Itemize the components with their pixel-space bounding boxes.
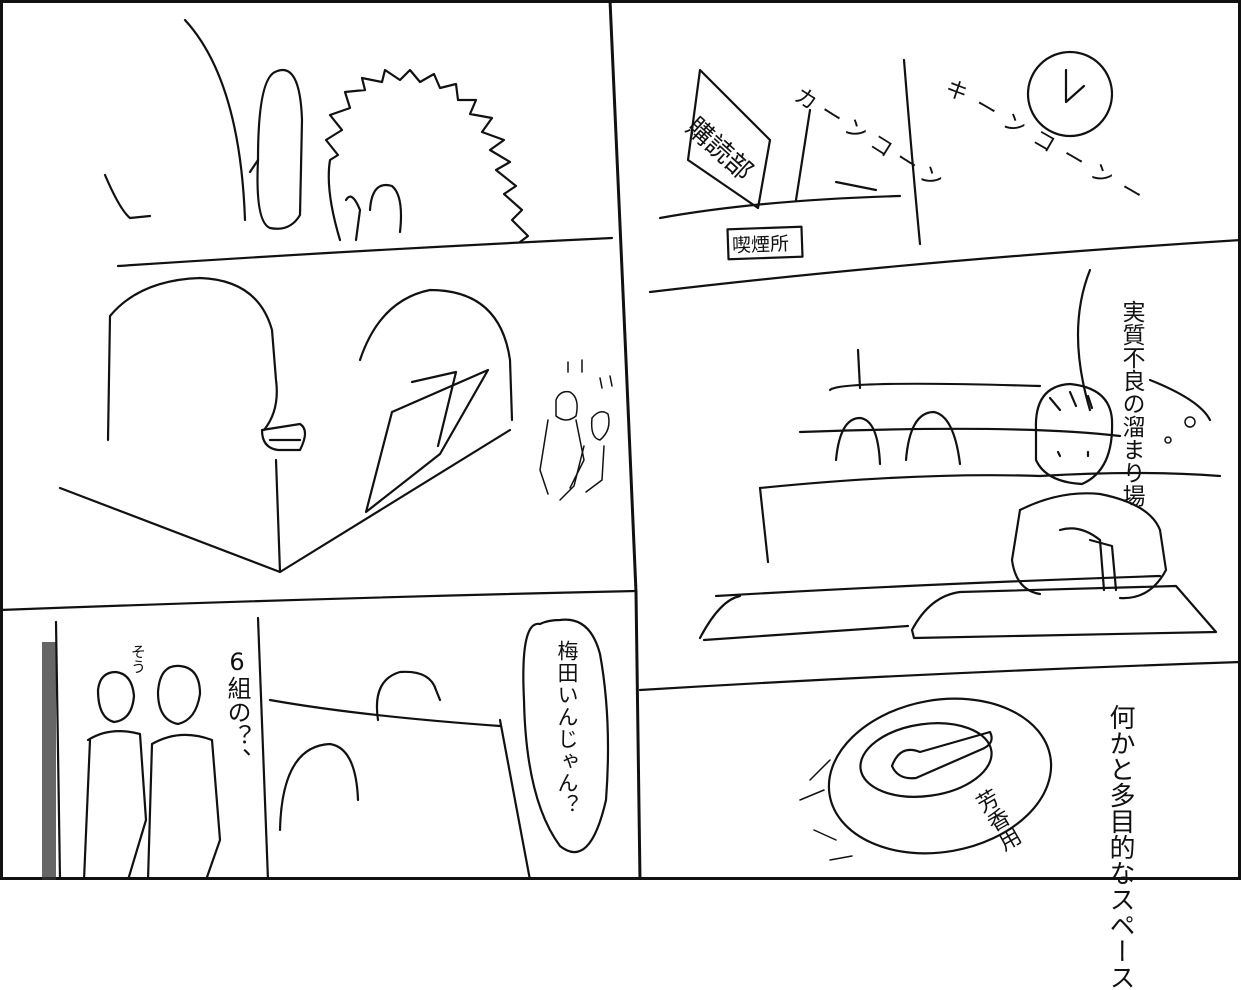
dialogue-group-text: 6組の？、 bbox=[223, 648, 251, 772]
manga-artwork bbox=[0, 0, 1241, 880]
speech-bubble-outlines bbox=[522, 618, 610, 854]
door-hatching bbox=[42, 642, 56, 880]
multi-purpose-caption: 何かと多目的なスペース bbox=[1105, 704, 1135, 990]
panel-middle-right-art bbox=[698, 268, 1222, 642]
small-voice-text: そう bbox=[129, 644, 147, 674]
panel-top-right-art bbox=[658, 50, 1114, 261]
panel-bottom-left-art bbox=[42, 620, 532, 880]
smoking-area-sign: 喫煙所 bbox=[731, 233, 790, 257]
panel-bottom-right-art bbox=[799, 697, 1053, 861]
panel-middle-left-art bbox=[58, 276, 613, 574]
panel-top-left-art bbox=[103, 18, 530, 244]
speech-bubble-text: 梅田いんじゃん？ bbox=[555, 640, 579, 816]
panel-dividers bbox=[0, 0, 1241, 880]
page-border bbox=[0, 0, 1241, 880]
thought-caption: 実質不良の溜まり場 bbox=[1118, 300, 1144, 507]
